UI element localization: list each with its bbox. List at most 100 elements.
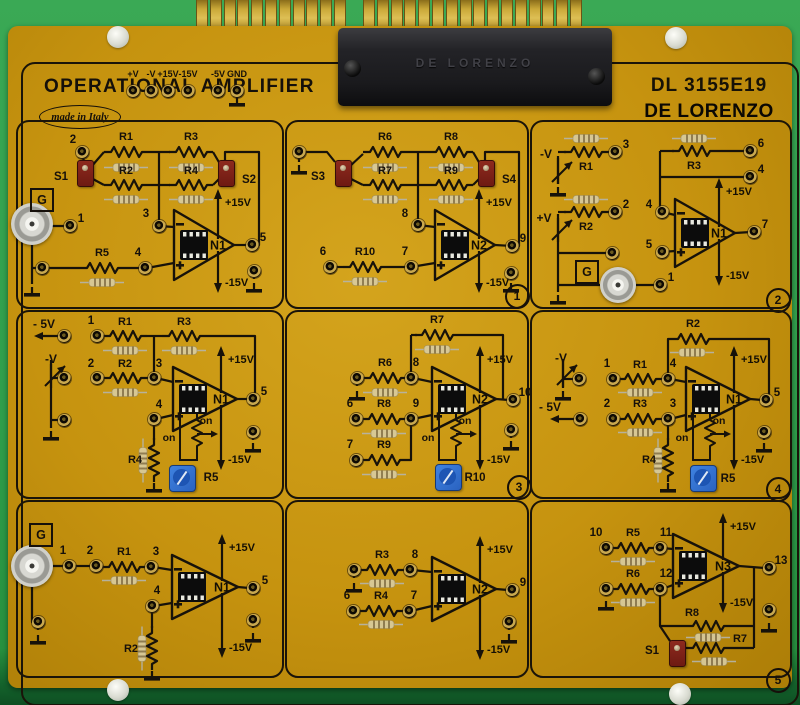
circuit-text: -V (540, 147, 552, 161)
pin-label: 3 (152, 546, 160, 558)
pin-label: 1 (87, 315, 95, 327)
resistor-symbol (429, 178, 473, 192)
ground-icon (550, 187, 566, 197)
pin-label: 4 (134, 247, 142, 259)
svg-text:+15V: +15V (228, 354, 255, 366)
test-point (57, 413, 71, 427)
opamp-n1: N1+15V-15V (170, 534, 256, 658)
test-point (350, 371, 364, 385)
din-connector: DE LORENZO (338, 28, 612, 106)
resistor-component (564, 194, 608, 204)
circuit-text: on (675, 432, 689, 444)
offset-null-network (438, 414, 477, 461)
opamp-n1: N1+15V-15V (673, 178, 753, 286)
resistor-label: R4 (183, 165, 199, 177)
pin-label: 5 (260, 386, 268, 398)
resistor-label: R7 (732, 633, 748, 645)
resistor-component (692, 656, 736, 666)
resistor-symbol (415, 328, 459, 342)
resistor-label: R6 (377, 131, 393, 143)
svg-text:N2: N2 (472, 393, 488, 407)
pin-label: 11 (659, 527, 673, 539)
pin-label: 7 (346, 439, 354, 451)
circuit-text: - 5V (538, 400, 562, 414)
ground-icon (245, 443, 261, 453)
svg-text:+15V: +15V (741, 354, 768, 366)
resistor-component (138, 438, 148, 482)
section-badge: 3 (506, 474, 532, 500)
resistor-symbol (343, 260, 387, 274)
resistor-label: R3 (686, 160, 702, 172)
test-point (57, 329, 71, 343)
resistor-component (686, 632, 730, 642)
bnc-connector (600, 267, 636, 303)
resistor-symbol (360, 563, 404, 577)
ground-icon (761, 623, 777, 633)
resistor-symbol (611, 541, 655, 555)
svg-text:-15V: -15V (726, 270, 750, 282)
pin-label: 10 (589, 527, 603, 539)
resistor-label: R4 (373, 590, 389, 602)
resistor-component (362, 428, 406, 438)
generator-label: G (30, 188, 54, 212)
circuit-text: +V (536, 211, 552, 225)
pin-label: 10 (518, 387, 532, 399)
power-test-point (161, 84, 175, 98)
resistor-label: R3 (176, 316, 192, 328)
circuit-text: -V (555, 351, 567, 365)
resistor-symbol (104, 145, 148, 159)
resistor-component (104, 194, 148, 204)
ground-icon (246, 283, 262, 293)
ground-icon (550, 295, 566, 305)
test-point (145, 599, 159, 613)
test-point (63, 219, 77, 233)
resistor-label: R7 (377, 165, 393, 177)
test-point (743, 170, 757, 184)
svg-text:N1: N1 (213, 393, 229, 407)
power-test-point (144, 84, 158, 98)
resistor-label: R6 (377, 357, 393, 369)
switch-label: S3 (310, 171, 326, 183)
test-point (505, 583, 519, 597)
opamp-n3: N3+15V-15V (671, 513, 757, 613)
test-point (606, 372, 620, 386)
test-point (152, 219, 166, 233)
nylon-standoff (107, 679, 129, 701)
resistor-component (360, 578, 404, 588)
slide-switch-s4 (477, 159, 495, 187)
ground-icon (503, 441, 519, 451)
resistor-symbol (169, 145, 213, 159)
resistor-component (564, 133, 608, 143)
resistor-component (169, 162, 213, 172)
yellow-circuit-board: OPERATIONAL AMPLIFIER made in Italy +V-V… (8, 26, 799, 705)
test-point (35, 261, 49, 275)
connector-screw (344, 60, 361, 77)
test-point (572, 372, 586, 386)
ground-icon (30, 635, 46, 645)
resistor-symbol (672, 144, 716, 158)
power-label: +15V (157, 69, 179, 79)
variable-voltage-icon (556, 359, 578, 387)
svg-text:+15V: +15V (486, 197, 513, 209)
test-point (75, 145, 89, 159)
resistor-component (359, 619, 403, 629)
test-point (347, 563, 361, 577)
resistor-component (343, 276, 387, 286)
slide-switch-s2 (217, 159, 235, 187)
power-label: -V (146, 69, 156, 79)
test-point (147, 412, 161, 426)
svg-text:-15V: -15V (487, 454, 511, 466)
power-label: GND (227, 69, 247, 79)
test-point (403, 563, 417, 577)
pin-label: 5 (645, 239, 653, 251)
section-badge: 5 (765, 667, 791, 693)
test-point (246, 392, 260, 406)
resistor-label: R5 (94, 247, 110, 259)
test-point (246, 613, 260, 627)
resistor-symbol (359, 604, 403, 618)
resistor-component (363, 387, 407, 397)
pin-label: 4 (757, 164, 765, 176)
test-point (599, 541, 613, 555)
